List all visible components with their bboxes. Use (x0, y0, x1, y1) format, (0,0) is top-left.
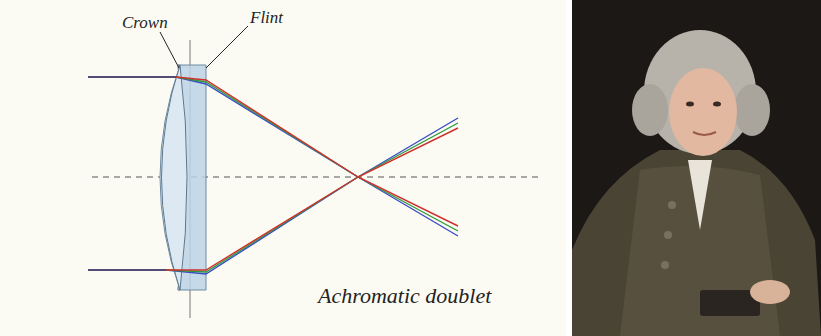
crown-lens-body (162, 65, 188, 290)
leader-line (160, 32, 179, 68)
portrait-painting (572, 0, 821, 336)
part-label: Flint (250, 9, 283, 26)
light-rays (88, 77, 458, 274)
part-label: Crown (122, 14, 168, 31)
panel-ground (0, 0, 566, 336)
leader-line (206, 26, 248, 68)
part-label: Achromatic doublet (318, 285, 491, 307)
